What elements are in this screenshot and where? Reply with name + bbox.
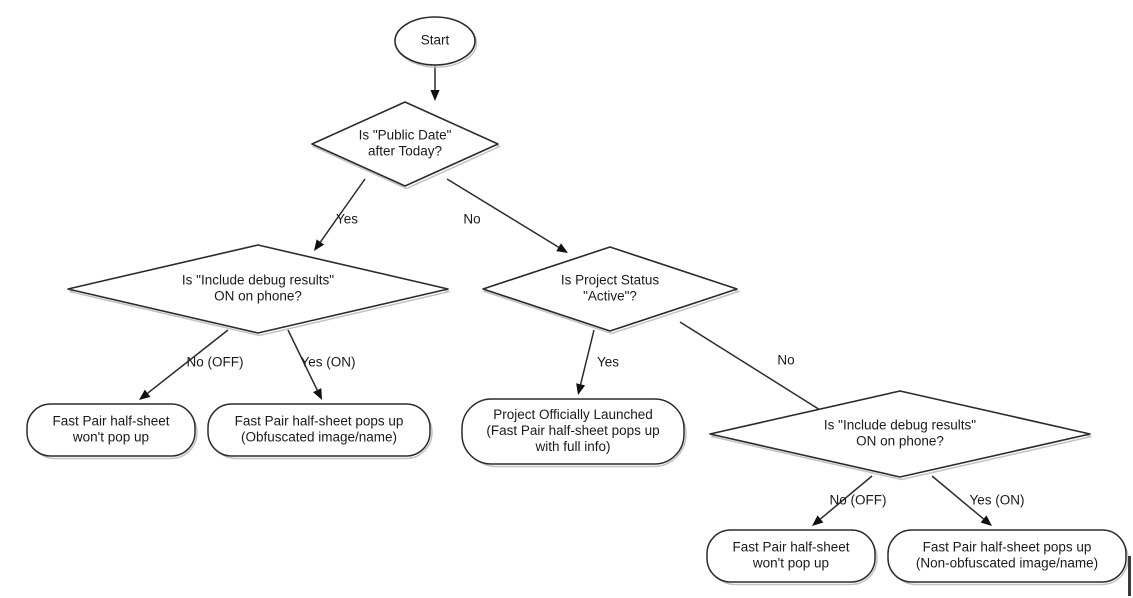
node-label: Fast Pair half-sheet pops up bbox=[923, 540, 1092, 555]
arrow-head-icon bbox=[556, 243, 568, 253]
edge-edge-project-status-no bbox=[679, 321, 836, 420]
diamond-shape bbox=[311, 101, 499, 187]
node-label: won't pop up bbox=[752, 556, 829, 571]
diamond-shape bbox=[482, 246, 738, 332]
node-label: Fast Pair half-sheet bbox=[732, 540, 849, 555]
node-start[interactable]: Start bbox=[394, 16, 478, 68]
node-public-date-decision[interactable]: Is "Public Date"after Today? bbox=[311, 101, 502, 190]
edge-path bbox=[819, 475, 873, 520]
nodes-layer: Start Is "Public Date"after Today? Is "Inc… bbox=[26, 16, 1129, 586]
edge-edge-debug-right-yes-on bbox=[931, 475, 992, 526]
terminator-shape bbox=[207, 403, 431, 457]
node-label: Is Project Status bbox=[561, 273, 660, 288]
arrow-head-icon bbox=[314, 239, 325, 251]
node-label: Is "Include debug results" bbox=[824, 418, 976, 433]
node-label: Is "Include debug results" bbox=[182, 273, 334, 288]
node-label: ON on phone? bbox=[856, 434, 944, 449]
node-project-status-decision[interactable]: Is Project Status"Active"? bbox=[482, 246, 741, 335]
ellipse-shape bbox=[394, 16, 476, 66]
node-label: ON on phone? bbox=[214, 289, 302, 304]
edge-label-edge-debug-right-yes-on: Yes (ON) bbox=[969, 493, 1024, 508]
node-label: Start bbox=[421, 33, 450, 48]
node-debug-results-decision-left[interactable]: Is "Include debug results"ON on phone? bbox=[67, 244, 450, 337]
node-label: after Today? bbox=[368, 144, 442, 159]
edge-path bbox=[287, 329, 318, 391]
edge-edge-public-date-no bbox=[446, 178, 568, 253]
node-label: (Non-obfuscated image/name) bbox=[916, 556, 1098, 571]
edge-label-edge-public-date-no: No bbox=[463, 212, 480, 227]
arrow-head-icon bbox=[980, 515, 992, 526]
edge-path bbox=[446, 178, 560, 248]
arrow-head-icon bbox=[576, 383, 586, 395]
node-label: "Active"? bbox=[583, 289, 637, 304]
edge-path bbox=[319, 178, 366, 243]
node-label: Fast Pair half-sheet pops up bbox=[235, 414, 404, 429]
right-edge-artifact bbox=[1128, 556, 1131, 596]
edge-label-edge-debug-right-no-off: No (OFF) bbox=[830, 493, 887, 508]
edge-edge-debug-left-no-off bbox=[139, 329, 229, 400]
node-debug-results-decision-right[interactable]: Is "Include debug results"ON on phone? bbox=[709, 390, 1092, 481]
node-label: won't pop up bbox=[72, 430, 149, 445]
diamond-shape bbox=[709, 390, 1091, 478]
edge-label-edge-project-status-no: No bbox=[777, 353, 794, 368]
edge-edge-debug-right-no-off bbox=[812, 475, 873, 526]
node-label: Project Officially Launched bbox=[493, 407, 653, 422]
node-label: Fast Pair half-sheet bbox=[52, 414, 169, 429]
node-label: (Obfuscated image/name) bbox=[241, 430, 397, 445]
arrow-head-icon bbox=[139, 389, 151, 400]
edge-path bbox=[679, 321, 828, 415]
edge-label-edge-debug-left-yes-on: Yes (ON) bbox=[300, 355, 355, 370]
edge-label-edge-project-status-yes: Yes bbox=[597, 355, 619, 370]
node-label: (Fast Pair half-sheet pops up bbox=[486, 423, 659, 438]
arrow-head-icon bbox=[812, 515, 824, 526]
edge-edge-debug-left-yes-on bbox=[287, 329, 322, 400]
node-label: Is "Public Date" bbox=[359, 128, 452, 143]
node-label: with full info) bbox=[534, 439, 610, 454]
arrow-head-icon bbox=[430, 90, 440, 101]
terminator-shape bbox=[461, 398, 685, 465]
edge-edge-project-status-yes bbox=[576, 329, 595, 395]
diamond-shape bbox=[67, 244, 449, 334]
edge-path bbox=[931, 475, 985, 520]
node-result-project-launched[interactable]: Project Officially Launched(Fast Pair ha… bbox=[461, 398, 687, 468]
edge-path bbox=[579, 329, 595, 385]
arrow-head-icon bbox=[313, 388, 322, 400]
edge-edge-start-to-public-date bbox=[430, 65, 440, 101]
node-result-nonobfuscated-popup[interactable]: Fast Pair half-sheet pops up(Non-obfusca… bbox=[887, 529, 1129, 586]
edge-label-edge-debug-left-no-off: No (OFF) bbox=[187, 355, 244, 370]
edge-label-edge-public-date-yes: Yes bbox=[336, 212, 358, 227]
node-result-obfuscated-popup[interactable]: Fast Pair half-sheet pops up(Obfuscated … bbox=[207, 403, 433, 460]
edge-edge-public-date-yes bbox=[314, 178, 366, 251]
edge-path bbox=[147, 329, 229, 394]
terminator-shape bbox=[26, 403, 196, 457]
terminator-shape bbox=[706, 529, 876, 583]
terminator-shape bbox=[887, 529, 1127, 583]
